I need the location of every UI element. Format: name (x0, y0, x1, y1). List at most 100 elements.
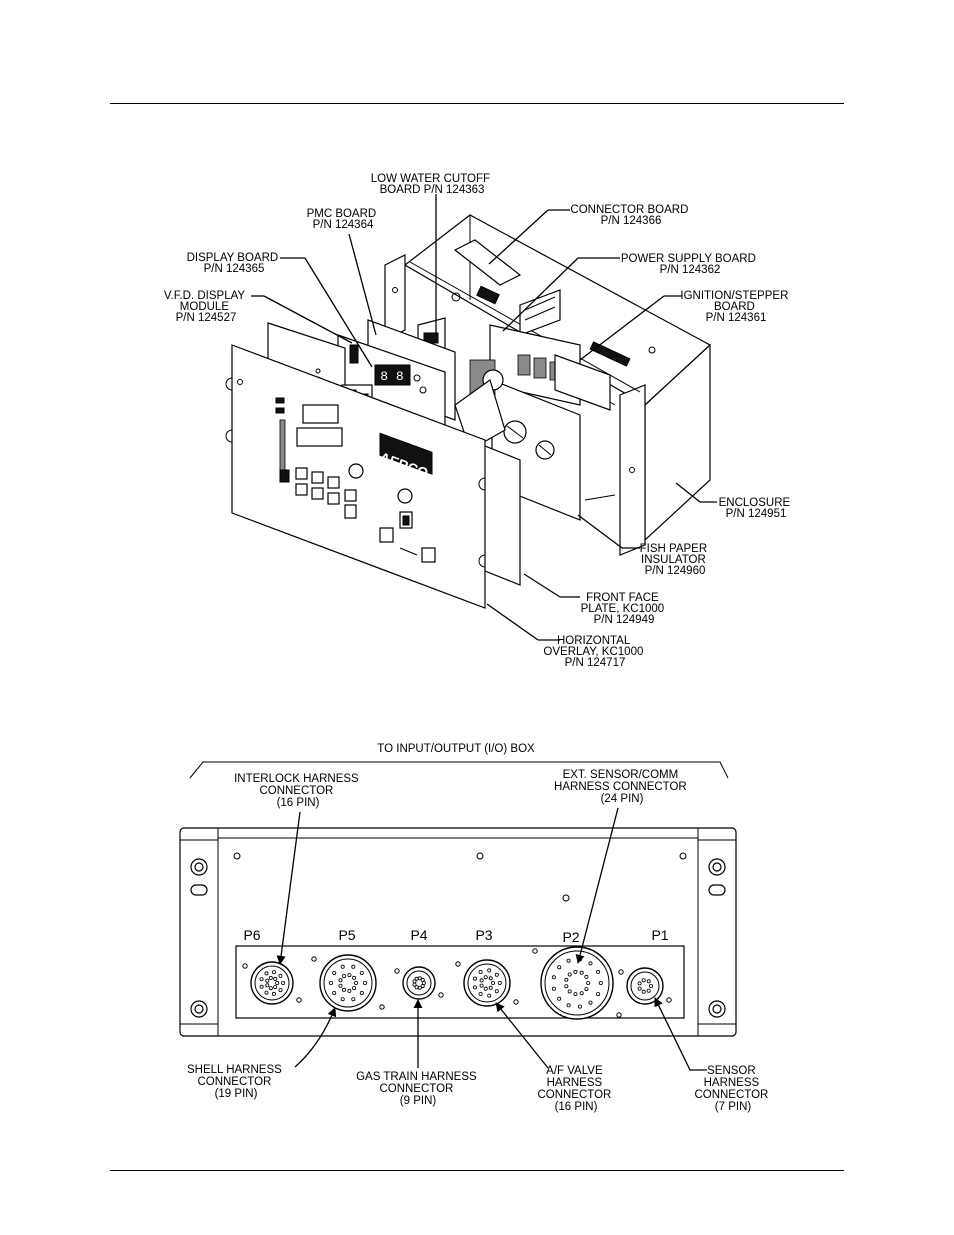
connector-pin (479, 983, 484, 988)
connector-pin (412, 979, 417, 984)
connector-pin (259, 984, 264, 989)
connector-pin (641, 978, 646, 983)
connector-pin (567, 989, 572, 994)
connector-pin (264, 990, 269, 995)
connector-pin (281, 981, 286, 986)
label-vfd: V.F.D. DISPLAY MODULE P/N 124527 (164, 290, 248, 324)
port-label-p4: P4 (410, 927, 427, 943)
mounting-screw (311, 956, 317, 962)
connector-pin (347, 973, 352, 978)
mounting-screw (242, 963, 248, 969)
horizontal-overlay: AERCO (225, 344, 486, 609)
label-display-board: DISPLAY BOARD P/N 124365 (187, 252, 282, 275)
connector-pin (332, 991, 337, 996)
connector-pin (340, 997, 345, 1002)
mounting-screw (296, 997, 302, 1003)
label-sensor: SENSOR HARNESS CONNECTOR (7 PIN) (694, 1065, 771, 1113)
rear-title-bracket (189, 761, 729, 779)
connector-pin (584, 987, 589, 992)
connector-pin (564, 977, 569, 982)
connector-pin (478, 992, 483, 997)
mounting-screw (616, 1012, 622, 1018)
connector-pin (351, 997, 356, 1002)
mounting-screw (666, 997, 672, 1003)
connector-pin (577, 1004, 582, 1009)
connector-pin (564, 984, 569, 989)
connector-pin (352, 975, 357, 980)
connector-p4 (394, 966, 444, 1000)
connector-pin (557, 965, 562, 970)
connector-pin (472, 976, 477, 981)
label-fish-paper: FISH PAPER INSULATOR P/N 124960 (640, 543, 711, 577)
label-ext-sensor: EXT. SENSOR/COMM HARNESS CONNECTOR (24 P… (554, 769, 690, 805)
port-label-p5: P5 (338, 927, 355, 943)
connector-pin (328, 981, 333, 986)
connector-pin (483, 975, 488, 980)
connector-pin (551, 986, 556, 991)
connector-pin (596, 992, 601, 997)
label-front-face: FRONT FACE PLATE, KC1000 P/N 124949 (581, 592, 668, 626)
connector-pin (472, 985, 477, 990)
connector-pin (273, 976, 278, 981)
connector-pin (268, 986, 273, 991)
rear-title: TO INPUT/OUTPUT (I/O) BOX (377, 743, 535, 755)
connector-pin (417, 985, 422, 990)
connector-pin (347, 988, 352, 993)
connector-pin (649, 984, 654, 989)
mounting-screw (532, 948, 538, 954)
connector-pin (478, 970, 483, 975)
connector-pin (567, 972, 572, 977)
connector-p1 (618, 967, 672, 1005)
connector-pin (586, 981, 591, 986)
label-power-supply: POWER SUPPLY BOARD P/N 124362 (621, 253, 759, 276)
connector-pin (596, 969, 601, 974)
label-shell: SHELL HARNESS CONNECTOR (19 PIN) (187, 1064, 285, 1100)
mounting-screw (455, 961, 461, 967)
mounting-screw (379, 1004, 385, 1010)
label-enclosure: ENCLOSURE P/N 124951 (719, 497, 794, 520)
connector-pin (483, 986, 488, 991)
connector-pin (646, 979, 651, 984)
connector-pin (271, 970, 276, 975)
connector-pin (566, 958, 571, 963)
connector-pin (646, 988, 651, 993)
mounting-screw (438, 992, 444, 998)
connector-pin (487, 968, 492, 973)
connector-pin (338, 978, 343, 983)
port-label-p3: P3 (475, 927, 492, 943)
connector-pin (584, 974, 589, 979)
connector-plate (235, 945, 685, 1019)
connector-pin (598, 981, 603, 986)
connector-pin (566, 1003, 571, 1008)
label-connector-board: CONNECTOR BOARD P/N 124366 (570, 204, 691, 227)
connector-pin (488, 985, 493, 990)
connector-pin (420, 984, 425, 989)
mounting-screw (394, 968, 400, 974)
connector-pin (551, 975, 556, 980)
connector-pin (557, 996, 562, 1001)
connector-pin (352, 986, 357, 991)
connector-board (451, 239, 561, 336)
port-label-p2: P2 (562, 929, 579, 945)
label-lwco: LOW WATER CUTOFF BOARD P/N 124363 (371, 173, 493, 196)
connector-pin (579, 991, 584, 996)
connector-pin (412, 982, 417, 987)
connector-p3 (455, 959, 519, 1007)
connector-pin (271, 991, 276, 996)
footer-rule (110, 1170, 844, 1171)
connector-pin (340, 964, 345, 969)
port-label-p6: P6 (243, 927, 260, 943)
connector-pin (275, 981, 280, 986)
connector-pin (479, 978, 484, 983)
label-gas-train: GAS TRAIN HARNESS CONNECTOR (9 PIN) (356, 1071, 480, 1107)
connector-pin (268, 975, 273, 980)
port-labels: P6 P5 P4 P3 P2 P1 (243, 927, 668, 945)
connector-pin (588, 1000, 593, 1005)
label-interlock: INTERLOCK HARNESS CONNECTOR (16 PIN) (234, 773, 362, 809)
rear-view: TO INPUT/OUTPUT (I/O) BOX (179, 743, 771, 1113)
connector-pin (414, 976, 419, 981)
connector-pin (494, 989, 499, 994)
connector-pin (362, 981, 367, 986)
connector-pin (273, 985, 278, 990)
connector-pin (588, 961, 593, 966)
